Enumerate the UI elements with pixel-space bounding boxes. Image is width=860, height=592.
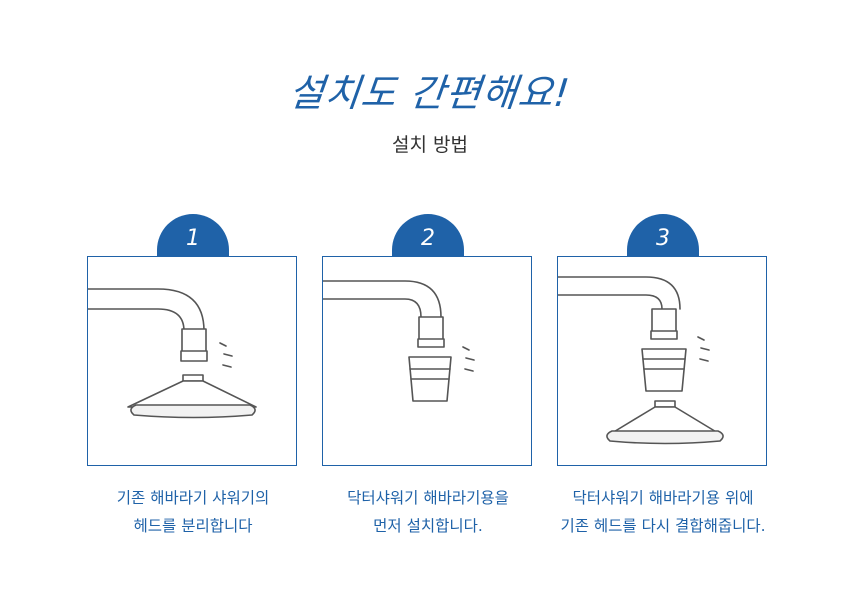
step-caption-2: 닥터샤워기 해바라기용을 먼저 설치합니다.	[292, 484, 564, 540]
step-1: 1 기존 해바라기 샤워기의 헤드를 분리합니다	[87, 214, 299, 554]
step-caption-line-2: 헤드를 분리합니다	[133, 517, 253, 535]
step-illustration-card-3	[557, 256, 767, 466]
step-number-badge-3: 3	[627, 214, 699, 256]
reattach-head-illustration	[558, 276, 724, 445]
step-caption-line-1: 닥터샤워기 해바라기용을	[347, 489, 509, 507]
step-caption-line-1: 기존 해바라기 샤워기의	[116, 489, 270, 507]
headline: 설치도 간편해요!	[286, 71, 573, 115]
step-illustration-card-1	[87, 256, 297, 466]
step-caption-3: 닥터샤워기 해바라기용 위에 기존 헤드를 다시 결합해줍니다.	[527, 484, 799, 540]
step-2: 2 닥터샤워기 해바라기용을 먼저 설치합니다.	[322, 214, 534, 554]
attach-filter-illustration	[323, 280, 475, 402]
step-caption-line-1: 닥터샤워기 해바라기용 위에	[572, 489, 754, 507]
subtitle: 설치 방법	[392, 134, 468, 156]
step-illustration-card-2	[322, 256, 532, 466]
step-caption-line-2: 먼저 설치합니다.	[373, 517, 483, 535]
step-3: 3 닥터샤워기 해바라기용 위에 기존 헤드를 다시 결합해줍니다.	[557, 214, 769, 554]
step-number-badge-1: 1	[157, 214, 229, 256]
step-number-badge-2: 2	[392, 214, 464, 256]
step-caption-1: 기존 해바라기 샤워기의 헤드를 분리합니다	[57, 484, 329, 540]
step-caption-line-2: 기존 헤드를 다시 결합해줍니다.	[560, 517, 766, 535]
remove-head-illustration	[88, 288, 257, 419]
